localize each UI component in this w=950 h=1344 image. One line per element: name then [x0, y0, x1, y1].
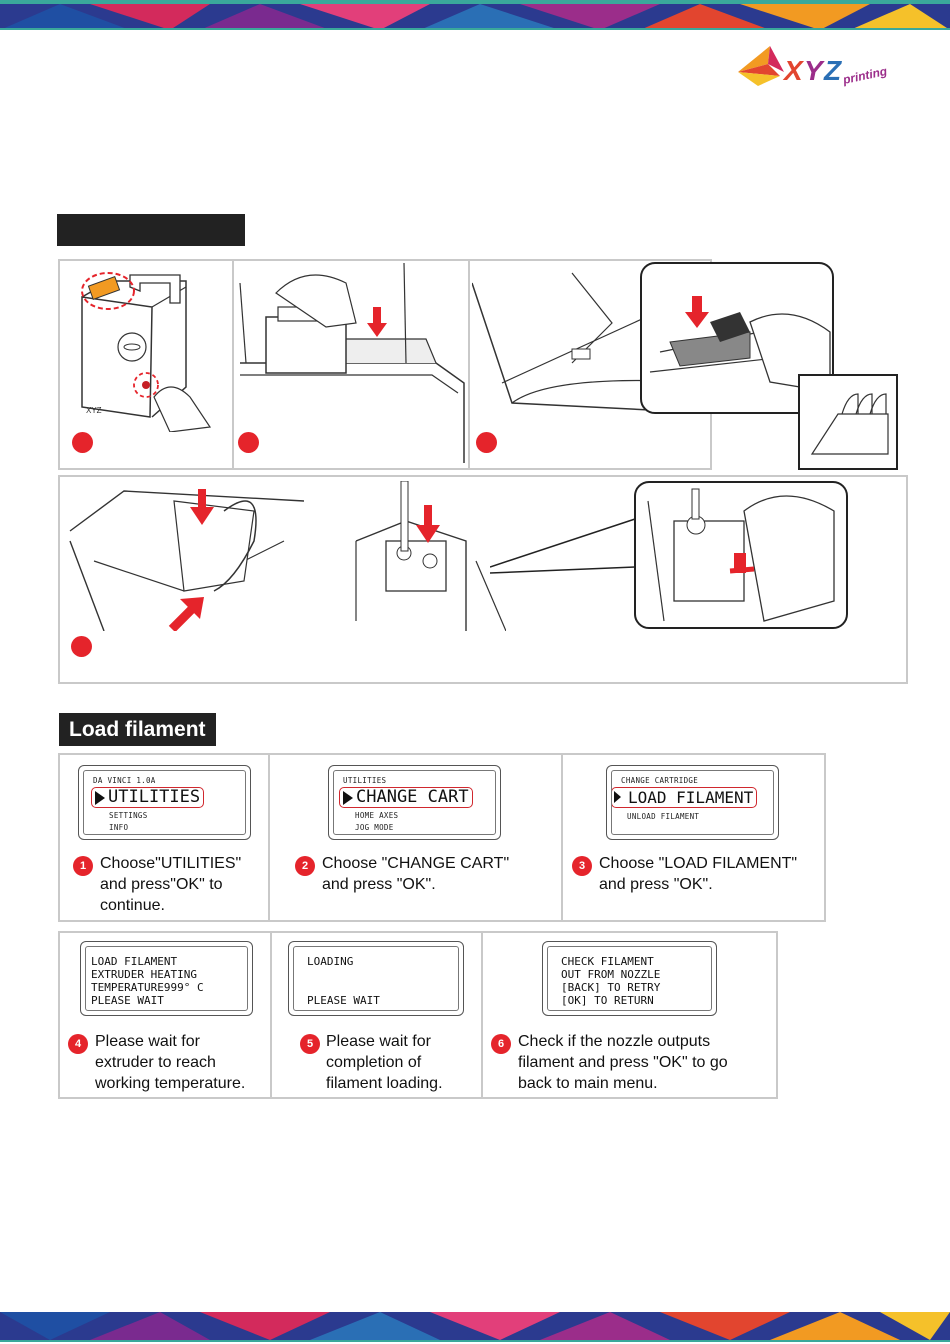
extruder-illustration [355, 481, 506, 631]
install-cell-1 [60, 261, 234, 468]
lcd-screen-step-2: UTILITIES CHANGE CART HOME AXES JOG MODE [328, 765, 501, 840]
lcd-screen-step-6: CHECK FILAMENT OUT FROM NOZZLE [BACK] TO… [542, 941, 717, 1016]
lcd-header: DA VINCI 1.0A [93, 776, 156, 785]
svg-text:XYZ: XYZ [86, 406, 102, 415]
load-filament-row-2: LOAD FILAMENT EXTRUDER HEATING TEMPERATU… [58, 931, 778, 1099]
step-cell-5 [272, 933, 483, 1097]
extruder-zoom-illustration [634, 481, 848, 629]
lcd-selected-item: CHANGE CART [339, 787, 473, 808]
step-instruction: Please wait for extruder to reach workin… [95, 1033, 246, 1092]
lcd-line: PLEASE WAIT [91, 994, 164, 1007]
latch-detail-illustration [798, 374, 898, 470]
lcd-selected-item: LOAD FILAMENT [611, 787, 758, 808]
step-number-badge: 4 [68, 1034, 88, 1054]
step-number-badge: 1 [73, 856, 93, 876]
install-panel-bottom [58, 475, 908, 684]
lcd-screen-step-4: LOAD FILAMENT EXTRUDER HEATING TEMPERATU… [80, 941, 253, 1016]
lcd-line: [BACK] TO RETRY [561, 981, 661, 994]
step-instruction: Choose "CHANGE CART" and press "OK". [322, 855, 510, 893]
step-instruction: Check if the nozzle outputs filament and… [518, 1033, 728, 1092]
load-filament-title: Load filament [59, 713, 216, 746]
lcd-line: EXTRUDER HEATING [91, 968, 197, 981]
step-cell-1 [60, 755, 270, 920]
svg-text:Y: Y [804, 55, 825, 86]
cartridge-illustration: XYZ [81, 272, 212, 432]
lcd-option: JOG MODE [355, 823, 394, 832]
top-color-band [0, 0, 950, 30]
lcd-option: SETTINGS [109, 811, 148, 820]
lcd-header: CHANGE CARTRIDGE [621, 776, 699, 785]
lcd-option: UNLOAD FILAMENT [627, 812, 700, 821]
cursor-arrow-icon [614, 791, 621, 803]
step-marker [476, 432, 497, 453]
step-marker [71, 636, 92, 657]
step-cell-4 [60, 933, 272, 1097]
lcd-selected-label: CHANGE CART [356, 787, 469, 807]
cursor-arrow-icon [343, 791, 353, 805]
section-heading-bar [57, 214, 245, 246]
lcd-line: LOAD FILAMENT [91, 955, 178, 968]
step-instruction: Choose "LOAD FILAMENT" and press "OK". [599, 855, 798, 893]
lcd-header: UTILITIES [343, 776, 387, 785]
bottom-color-band [0, 1312, 950, 1342]
lcd-line: OUT FROM NOZZLE [561, 968, 661, 981]
lcd-line: CHECK FILAMENT [561, 955, 654, 968]
lcd-screen-step-1: DA VINCI 1.0A UTILITIES SETTINGS INFO [78, 765, 251, 840]
lcd-line: LOADING [307, 955, 354, 968]
lcd-selected-label: UTILITIES [108, 787, 201, 807]
step-marker [72, 432, 93, 453]
install-cell-2 [234, 261, 470, 468]
xyzprinting-logo: X Y Z printing [738, 42, 898, 97]
step-marker [238, 432, 259, 453]
install-panel-top: XYZ [58, 259, 712, 470]
step-cell-2 [270, 755, 563, 920]
svg-text:X: X [782, 55, 805, 86]
lcd-screen-step-3: CHANGE CARTRIDGE LOAD FILAMENT UNLOAD FI… [606, 765, 779, 840]
cursor-arrow-icon [95, 791, 105, 805]
latch-zoom-illustration [640, 262, 834, 414]
svg-text:printing: printing [841, 64, 889, 87]
lcd-screen-step-5: LOADING PLEASE WAIT [288, 941, 464, 1016]
step-instruction: Please wait for completion of filament l… [326, 1033, 443, 1092]
lcd-line: TEMPERATURE999° C [91, 981, 204, 994]
lcd-option: INFO [109, 823, 129, 832]
step-instruction: Choose"UTILITIES" and press"OK" to conti… [100, 855, 242, 914]
svg-text:Z: Z [823, 55, 842, 86]
step-number-badge: 2 [295, 856, 315, 876]
filament-guide-illustration [69, 489, 304, 631]
insert-cartridge-illustration [239, 263, 465, 463]
step-number-badge: 6 [491, 1034, 511, 1054]
lcd-line: PLEASE WAIT [307, 994, 380, 1007]
load-filament-row-1: DA VINCI 1.0A UTILITIES SETTINGS INFO 1 … [58, 753, 826, 922]
lcd-line: [OK] TO RETURN [561, 994, 654, 1007]
step-number-badge: 5 [300, 1034, 320, 1054]
lcd-selected-label: LOAD FILAMENT [628, 788, 754, 807]
lcd-option: HOME AXES [355, 811, 399, 820]
step-number-badge: 3 [572, 856, 592, 876]
lcd-selected-item: UTILITIES [91, 787, 205, 808]
callout-lines [490, 518, 636, 574]
